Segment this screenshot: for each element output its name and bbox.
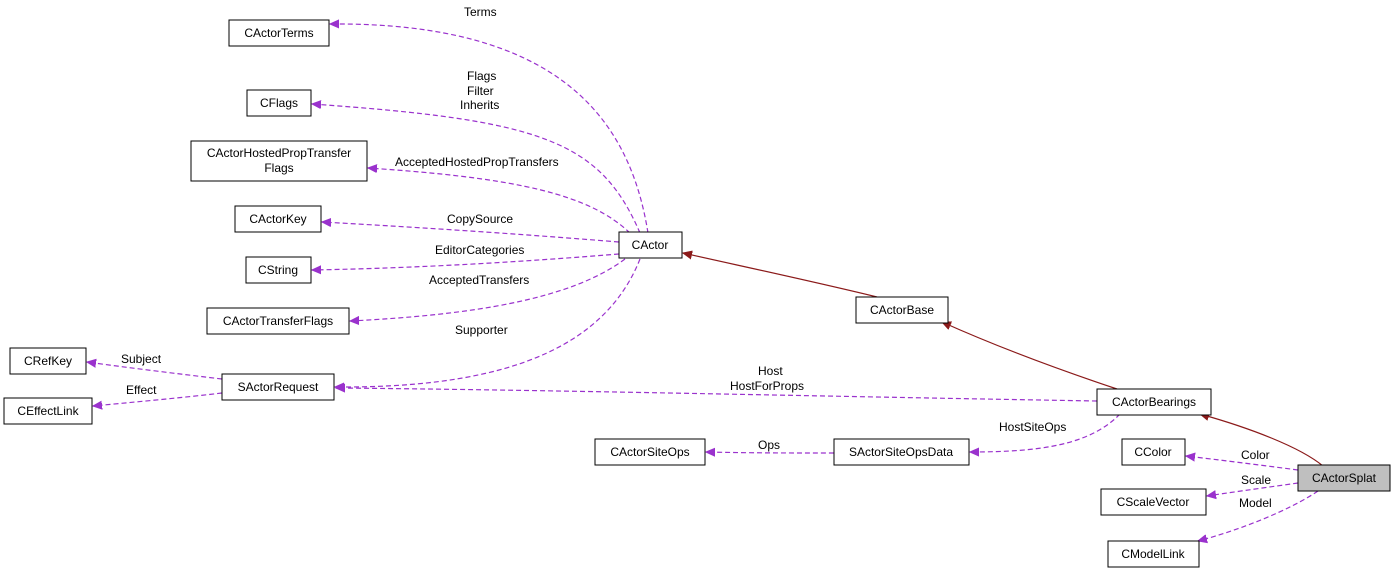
node-cscale-vector[interactable]: CScaleVector bbox=[1100, 488, 1207, 516]
edge-label-accepted-hosted-prop-transfers: AcceptedHostedPropTransfers bbox=[395, 155, 559, 169]
edge-label-inherits: Inherits bbox=[460, 98, 499, 112]
edge-cactorsplat-to-cactorbearings bbox=[1200, 414, 1324, 467]
node-label: CModelLink bbox=[1121, 547, 1185, 561]
edge-label-terms: Terms bbox=[464, 5, 497, 19]
edge-ops bbox=[706, 452, 835, 453]
node-label: CRefKey bbox=[24, 354, 72, 368]
edge-label-effect: Effect bbox=[126, 383, 157, 397]
edge-cactorbearings-to-cactorbase bbox=[942, 321, 1118, 390]
node-cactor-base[interactable]: CActorBase bbox=[855, 296, 949, 324]
edge-label-host-for-props: HostForProps bbox=[730, 379, 804, 393]
node-label-line1: CActorHostedPropTransfer bbox=[207, 146, 351, 160]
edge-label-host: Host bbox=[758, 364, 783, 378]
node-label: CActorKey bbox=[249, 212, 306, 226]
edge-label-copy-source: CopySource bbox=[447, 212, 513, 226]
node-label: CEffectLink bbox=[17, 404, 79, 418]
edge-label-subject: Subject bbox=[121, 352, 162, 366]
node-cactor-terms[interactable]: CActorTerms bbox=[228, 19, 330, 47]
node-label: CActorTerms bbox=[244, 26, 313, 40]
edge-accepted-hosted-prop-transfers bbox=[368, 168, 631, 234]
node-label: CActor bbox=[632, 238, 669, 252]
node-sactor-request[interactable]: SActorRequest bbox=[221, 373, 335, 401]
edge-label-ops: Ops bbox=[758, 438, 780, 452]
edge-label-editor-categories: EditorCategories bbox=[435, 243, 524, 257]
edge-label-color: Color bbox=[1241, 448, 1270, 462]
edge-editor-categories bbox=[312, 253, 620, 270]
node-ccolor[interactable]: CColor bbox=[1121, 438, 1186, 466]
node-label: SActorSiteOpsData bbox=[849, 445, 953, 459]
edge-host bbox=[336, 388, 1098, 402]
node-label: CActorTransferFlags bbox=[223, 314, 333, 328]
edge-color bbox=[1186, 456, 1299, 471]
node-label: CString bbox=[258, 263, 298, 277]
edge-host-site-ops bbox=[970, 413, 1121, 452]
node-cactor-key[interactable]: CActorKey bbox=[234, 205, 322, 233]
node-label: CScaleVector bbox=[1117, 495, 1190, 509]
edge-subject bbox=[87, 362, 223, 380]
edge-label-filter: Filter bbox=[467, 84, 494, 98]
edge-supporter bbox=[335, 258, 641, 387]
node-crefkey[interactable]: CRefKey bbox=[9, 347, 87, 375]
edge-label-accepted-transfers: AcceptedTransfers bbox=[429, 273, 529, 287]
node-sactor-site-ops-data[interactable]: SActorSiteOpsData bbox=[833, 438, 970, 466]
node-cactor-transfer-flags[interactable]: CActorTransferFlags bbox=[206, 307, 350, 335]
edge-cactorbase-to-cactor bbox=[683, 253, 878, 298]
node-label: CActorBearings bbox=[1112, 395, 1196, 409]
node-cactor-hosted-prop-transfer-flags[interactable]: CActorHostedPropTransfer Flags bbox=[190, 140, 368, 182]
edge-copy-source bbox=[322, 222, 620, 243]
node-cstring[interactable]: CString bbox=[245, 256, 312, 284]
node-cactor-site-ops[interactable]: CActorSiteOps bbox=[594, 438, 706, 466]
node-cactor-bearings[interactable]: CActorBearings bbox=[1096, 388, 1212, 416]
node-cflags[interactable]: CFlags bbox=[246, 89, 312, 117]
node-label-line2: Flags bbox=[264, 161, 293, 175]
edge-model bbox=[1198, 490, 1319, 541]
node-cactor-splat[interactable]: CActorSplat bbox=[1297, 464, 1391, 492]
node-label: CColor bbox=[1134, 445, 1171, 459]
node-label: SActorRequest bbox=[238, 380, 319, 394]
node-label: CActorSplat bbox=[1312, 471, 1377, 485]
edge-accepted-transfers bbox=[350, 258, 626, 321]
edge-label-model: Model bbox=[1239, 496, 1272, 510]
edge-effect bbox=[93, 392, 223, 406]
node-cmodel-link[interactable]: CModelLink bbox=[1107, 540, 1200, 568]
node-ceffect-link[interactable]: CEffectLink bbox=[3, 397, 93, 425]
node-label: CActorSiteOps bbox=[610, 445, 689, 459]
node-label: CFlags bbox=[260, 96, 298, 110]
edge-label-scale: Scale bbox=[1241, 473, 1271, 487]
node-cactor[interactable]: CActor bbox=[618, 231, 683, 259]
edge-terms bbox=[330, 24, 649, 234]
edge-label-supporter: Supporter bbox=[455, 323, 508, 337]
edge-label-host-site-ops: HostSiteOps bbox=[999, 420, 1066, 434]
edge-label-flags: Flags bbox=[467, 69, 496, 83]
node-label: CActorBase bbox=[870, 303, 934, 317]
edge-scale bbox=[1207, 482, 1299, 496]
edge-flags bbox=[312, 104, 641, 234]
